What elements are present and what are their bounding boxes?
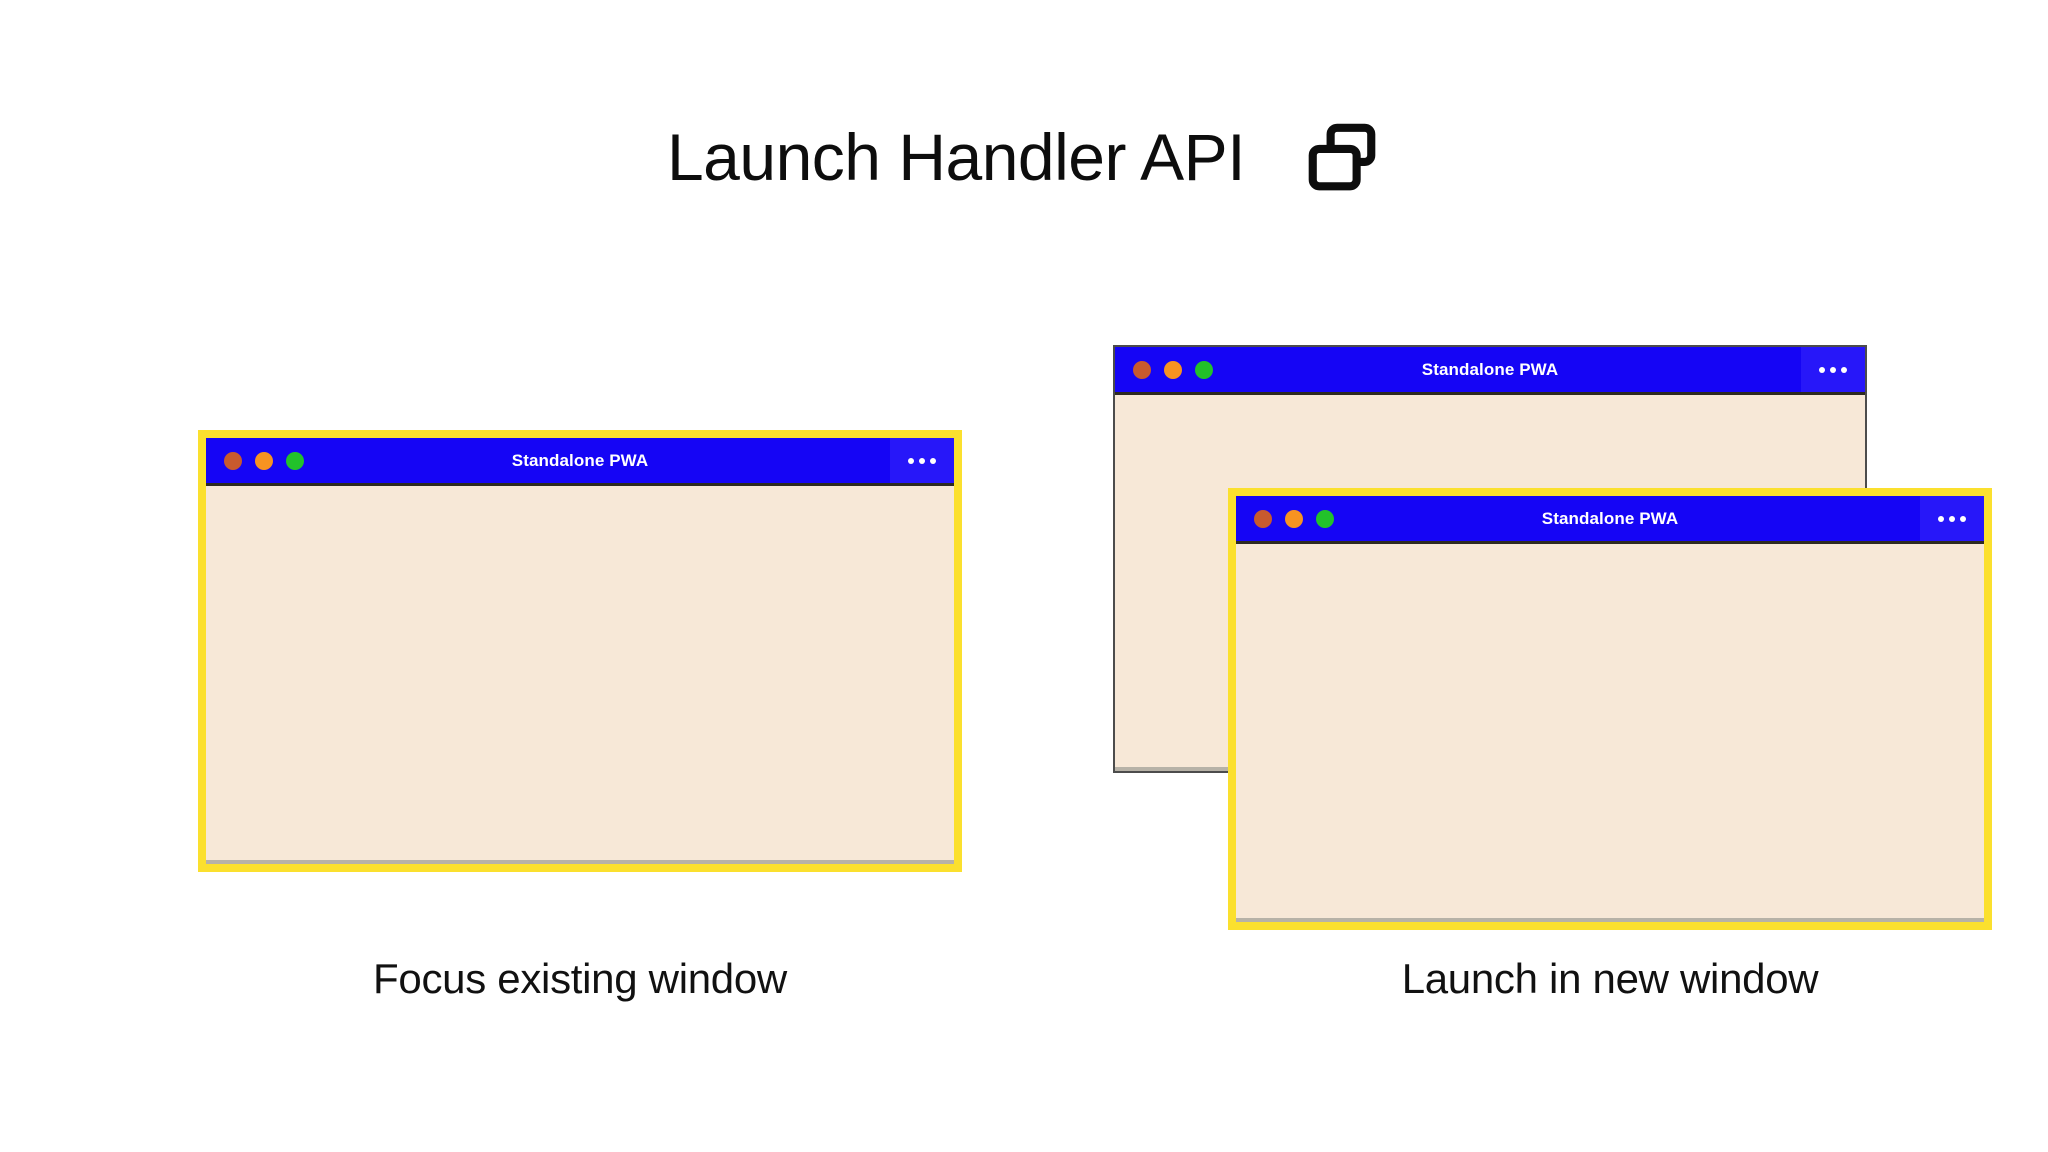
- window-inner: Standalone PWA: [206, 438, 954, 864]
- window-content-area: [1236, 544, 1984, 922]
- window-controls: [1115, 360, 1213, 379]
- window-title: Standalone PWA: [511, 450, 649, 470]
- zoom-dot-icon[interactable]: [1195, 360, 1213, 379]
- window-content-area: [206, 486, 954, 864]
- page-header: Launch Handler API: [0, 118, 2048, 196]
- page-title: Launch Handler API: [666, 120, 1246, 194]
- ellipsis-icon[interactable]: [1920, 496, 1984, 541]
- ellipsis-dot: [930, 457, 936, 464]
- ellipsis-dot: [1819, 366, 1825, 373]
- close-dot-icon[interactable]: [1133, 360, 1151, 379]
- two-windows-icon: [1303, 118, 1381, 196]
- ellipsis-dot: [919, 457, 925, 464]
- ellipsis-icon[interactable]: [1801, 347, 1865, 392]
- minimize-dot-icon[interactable]: [1164, 360, 1182, 379]
- window-controls: [206, 451, 304, 470]
- window-controls: [1236, 509, 1334, 528]
- ellipsis-dot: [1830, 366, 1836, 373]
- ellipsis-dot: [1960, 515, 1966, 522]
- minimize-dot-icon[interactable]: [1285, 509, 1303, 528]
- window-titlebar[interactable]: Standalone PWA: [1236, 496, 1984, 544]
- caption-focus-existing-window: Focus existing window: [373, 955, 787, 1002]
- caption-launch-in-new-window: Launch in new window: [1401, 955, 1819, 1002]
- window-title: Standalone PWA: [1421, 359, 1559, 379]
- window-new-launched[interactable]: Standalone PWA: [1228, 488, 1992, 930]
- window-inner: Standalone PWA: [1236, 496, 1984, 922]
- ellipsis-dot: [1938, 515, 1944, 522]
- ellipsis-icon[interactable]: [890, 438, 954, 483]
- close-dot-icon[interactable]: [224, 451, 242, 470]
- ellipsis-dot: [1841, 366, 1847, 373]
- window-title: Standalone PWA: [1541, 508, 1679, 528]
- window-titlebar[interactable]: Standalone PWA: [1115, 347, 1865, 395]
- ellipsis-dot: [908, 457, 914, 464]
- ellipsis-dot: [1949, 515, 1955, 522]
- close-dot-icon[interactable]: [1254, 509, 1272, 528]
- zoom-dot-icon[interactable]: [286, 451, 304, 470]
- window-focus-existing[interactable]: Standalone PWA: [198, 430, 962, 872]
- minimize-dot-icon[interactable]: [255, 451, 273, 470]
- zoom-dot-icon[interactable]: [1316, 509, 1334, 528]
- window-titlebar[interactable]: Standalone PWA: [206, 438, 954, 486]
